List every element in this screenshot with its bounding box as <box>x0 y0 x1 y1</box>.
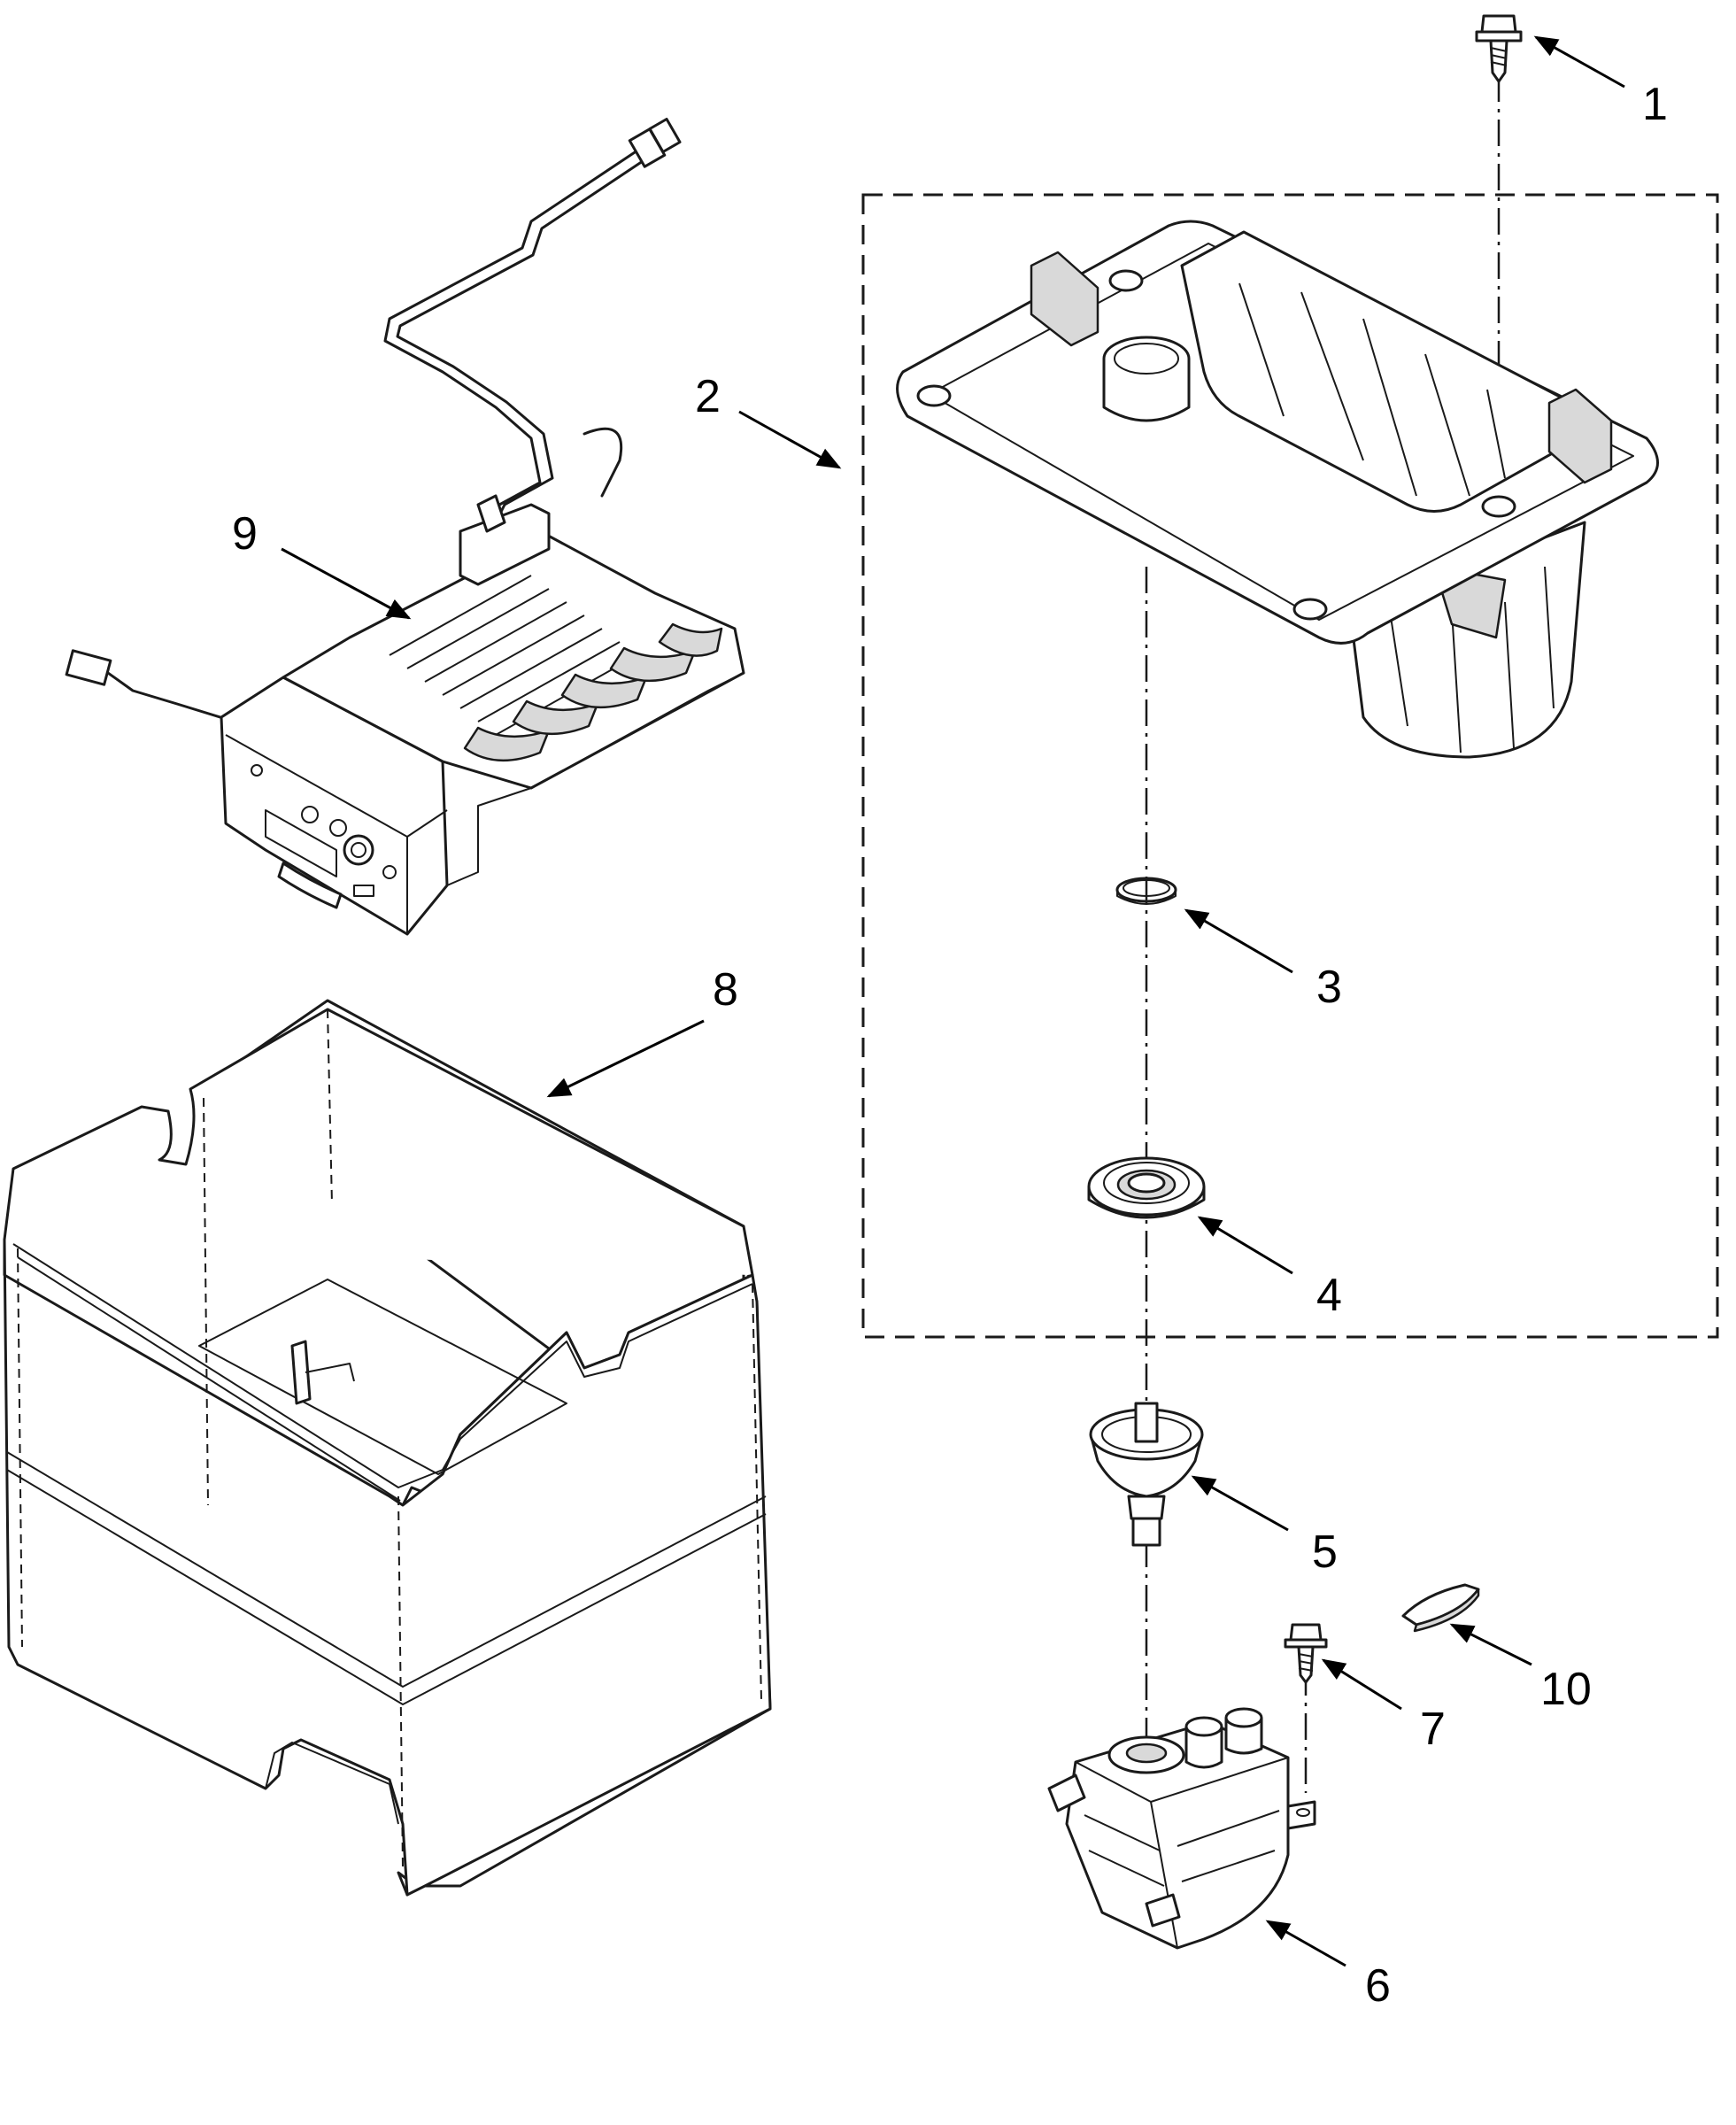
part-4-bearing <box>1087 1156 1206 1219</box>
leader-1 <box>1533 35 1625 89</box>
callout-8: 8 <box>713 964 738 1016</box>
callout-4: 4 <box>1316 1270 1342 1321</box>
leader-4 <box>1197 1216 1293 1275</box>
part-10-shim <box>1401 1583 1480 1633</box>
leader-2 <box>738 410 842 469</box>
callout-7: 7 <box>1420 1704 1446 1755</box>
part-7-screw <box>1284 1623 1328 1684</box>
assembly-boundary-box <box>861 193 1719 1339</box>
callout-9: 9 <box>232 508 258 560</box>
callout-6: 6 <box>1365 1960 1391 2012</box>
leader-3 <box>1184 908 1293 974</box>
part-3-o-ring <box>1115 877 1177 905</box>
leader-arrows <box>281 35 1625 1967</box>
part-5-coupler <box>1089 1402 1204 1547</box>
leader-10 <box>1449 1623 1532 1666</box>
callout-1: 1 <box>1642 79 1668 130</box>
part-9-icemaker <box>65 118 745 936</box>
callout-10: 10 <box>1540 1664 1592 1715</box>
part-2-housing-plate <box>896 220 1659 759</box>
part-6-auger-motor <box>1047 1707 1316 1950</box>
leader-6 <box>1265 1920 1346 1967</box>
callout-3: 3 <box>1316 962 1342 1013</box>
callout-labels: 1 2 3 4 5 6 7 8 9 10 <box>232 79 1668 2012</box>
part-8-ice-bin <box>3 999 772 1897</box>
callout-5: 5 <box>1312 1526 1338 1578</box>
leader-7 <box>1321 1658 1402 1711</box>
leader-8 <box>546 1019 705 1098</box>
part-1-screw <box>1475 14 1523 83</box>
leader-5 <box>1191 1475 1289 1532</box>
callout-2: 2 <box>695 371 721 422</box>
leader-9 <box>281 547 412 620</box>
